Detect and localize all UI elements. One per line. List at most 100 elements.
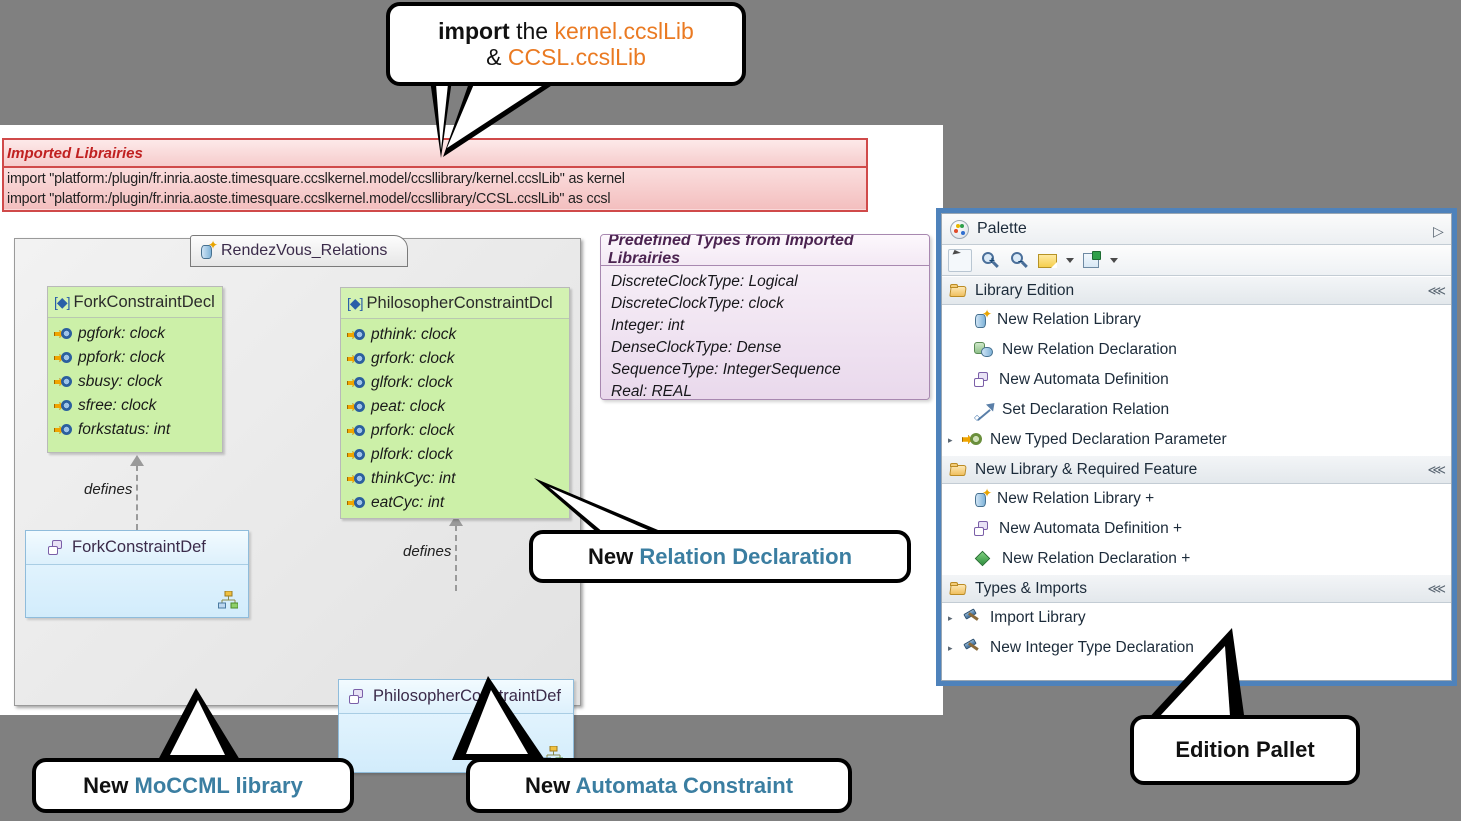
palette-item-set-declaration-relation[interactable]: ◇ Set Declaration Relation xyxy=(942,395,1451,425)
set-relation-icon: ◇ xyxy=(974,399,999,422)
attribute-list: pgfork: clock ppfork: clock sbusy: clock… xyxy=(48,318,222,446)
collapse-icon[interactable]: ⋘ xyxy=(1427,461,1446,477)
connector-arrowhead xyxy=(130,455,144,466)
zoom-in-button[interactable]: + xyxy=(979,250,1001,271)
callout-automata-constraint: New Automata Constraint xyxy=(466,758,852,813)
palette-item-new-relation-declaration[interactable]: New Relation Declaration xyxy=(942,335,1451,365)
callout-text: New Automata Constraint xyxy=(525,773,793,798)
philosopher-constraint-declaration-node[interactable]: [◆] PhilosopherConstraintDcl pthink: clo… xyxy=(340,287,570,519)
expand-arrow-icon[interactable]: ▸ xyxy=(948,434,953,445)
note-tool-button[interactable] xyxy=(1037,250,1059,271)
library-icon: ✦ xyxy=(974,308,992,329)
palette-section-new-library-required-feature[interactable]: New Library & Required Feature ⋘ xyxy=(942,455,1451,484)
callout-import: import the kernel.ccslLib & CCSL.ccslLib xyxy=(386,2,746,86)
list-item[interactable]: ppfork: clock xyxy=(54,346,222,370)
diamond-stereotype-icon: [◆] xyxy=(347,294,364,311)
fork-constraint-declaration-node[interactable]: [◆] ForkConstraintDecl pgfork: clock ppf… xyxy=(47,286,223,453)
palette-toolbar[interactable]: + – xyxy=(942,245,1451,276)
palette-item-new-automata-definition-plus[interactable]: New Automata Definition + xyxy=(942,514,1451,544)
callout-edition-pallet: Edition Pallet xyxy=(1130,715,1360,785)
list-item[interactable]: sbusy: clock xyxy=(54,370,222,394)
collapse-icon[interactable]: ⋘ xyxy=(1427,580,1446,596)
item-label: New Relation Library + xyxy=(997,490,1155,507)
palette-section-library-edition[interactable]: Library Edition ⋘ xyxy=(942,276,1451,305)
expand-arrow-icon[interactable]: ▸ xyxy=(948,612,953,623)
imported-libraries-header: Imported Librairies xyxy=(4,140,866,168)
import-statement-ccsl[interactable]: import "platform:/plugin/fr.inria.aoste.… xyxy=(7,191,611,207)
expand-arrow-icon[interactable]: ▸ xyxy=(948,642,953,653)
parameter-icon xyxy=(347,352,365,366)
callout-word-the: the xyxy=(509,17,555,44)
item-label: New Relation Library xyxy=(997,311,1141,328)
palette-item-new-typed-declaration-parameter[interactable]: ▸ New Typed Declaration Parameter xyxy=(942,425,1451,455)
palette-item-new-integer-type-declaration[interactable]: ▸ New Integer Type Declaration xyxy=(942,633,1451,663)
list-item[interactable]: plfork: clock xyxy=(347,443,569,467)
item-label: New Relation Declaration + xyxy=(1002,550,1191,567)
palette-item-new-relation-library[interactable]: ✦ New Relation Library xyxy=(942,305,1451,335)
attribute-label: forkstatus: int xyxy=(78,421,171,438)
callout-text: New Relation Declaration xyxy=(588,544,852,569)
import-statement-kernel[interactable]: import "platform:/plugin/fr.inria.aoste.… xyxy=(7,171,625,187)
parameter-icon xyxy=(347,424,365,438)
attribute-label: sfree: clock xyxy=(78,397,157,414)
list-item[interactable]: grfork: clock xyxy=(347,347,569,371)
callout-word-kernel-lib: kernel.ccslLib xyxy=(554,17,694,44)
predefined-types-panel[interactable]: Predefined Types from Imported Librairie… xyxy=(600,234,930,400)
folder-icon xyxy=(950,283,968,298)
list-item[interactable]: eatCyc: int xyxy=(347,491,569,515)
list-item[interactable]: thinkCyc: int xyxy=(347,467,569,491)
zoom-out-button[interactable]: – xyxy=(1008,250,1030,271)
collapse-icon[interactable]: ⋘ xyxy=(1427,282,1446,298)
predefined-types-title: Predefined Types from Imported Librairie… xyxy=(608,234,854,267)
green-diamond-icon xyxy=(974,550,994,568)
callout-word-amp: & xyxy=(486,44,508,70)
palette-item-new-automata-definition[interactable]: New Automata Definition xyxy=(942,365,1451,395)
predefined-types-body: DiscreteClockType: Logical DiscreteClock… xyxy=(601,266,929,400)
diagram-title-tab[interactable]: ✦ RendezVous_Relations xyxy=(190,235,408,267)
library-icon: ✦ xyxy=(200,239,218,260)
list-item[interactable]: prfork: clock xyxy=(347,419,569,443)
relation-declaration-icon xyxy=(974,341,994,359)
list-item[interactable]: forkstatus: int xyxy=(54,418,222,442)
list-item[interactable]: peat: clock xyxy=(347,395,569,419)
palette-panel[interactable]: Palette + – Library Edition ⋘ ✦ New Rela… xyxy=(936,208,1457,686)
folder-icon xyxy=(950,581,968,596)
attribute-label: glfork: clock xyxy=(371,374,453,391)
palette-item-new-relation-declaration-plus[interactable]: New Relation Declaration + xyxy=(942,544,1451,574)
stamp-tool-button[interactable] xyxy=(1081,250,1103,271)
item-label: New Relation Declaration xyxy=(1002,341,1177,358)
select-tool-button[interactable] xyxy=(948,248,972,272)
imported-libraries-panel[interactable]: Imported Librairies import "platform:/pl… xyxy=(2,138,868,212)
palette-item-import-library[interactable]: ▸ Import Library xyxy=(942,603,1451,633)
chevron-down-icon[interactable] xyxy=(1110,257,1118,263)
callout-word-import: import xyxy=(438,17,510,44)
item-label: New Typed Declaration Parameter xyxy=(990,431,1227,448)
callout-prefix: New xyxy=(524,772,576,798)
list-item: Real: REAL xyxy=(611,383,692,400)
hammer-icon xyxy=(962,608,982,627)
attribute-label: plfork: clock xyxy=(371,446,453,463)
callout-highlight: Relation Declaration xyxy=(639,543,853,569)
callout-moccml-library: New MoCCML library xyxy=(32,758,354,813)
library-icon: ✦ xyxy=(974,487,992,508)
attribute-label: thinkCyc: int xyxy=(371,470,456,487)
list-item: DenseClockType: Dense xyxy=(611,339,782,356)
section-label: Library Edition xyxy=(975,281,1075,299)
list-item[interactable]: sfree: clock xyxy=(54,394,222,418)
chevron-down-icon[interactable] xyxy=(1066,257,1074,263)
connector-label: defines xyxy=(84,481,133,498)
list-item[interactable]: pgfork: clock xyxy=(54,322,222,346)
palette-item-new-relation-library-plus[interactable]: ✦ New Relation Library + xyxy=(942,484,1451,514)
item-label: Import Library xyxy=(990,609,1086,626)
attribute-label: sbusy: clock xyxy=(78,373,163,390)
parameter-icon xyxy=(54,399,72,413)
imported-libraries-title: Imported Librairies xyxy=(7,144,143,162)
callout-prefix: New xyxy=(83,772,135,798)
palette-section-types-imports[interactable]: Types & Imports ⋘ xyxy=(942,574,1451,603)
chevron-right-icon[interactable] xyxy=(1433,223,1443,235)
fork-constraint-definition-node[interactable]: ForkConstraintDef xyxy=(25,530,249,618)
parameter-icon xyxy=(54,351,72,365)
list-item[interactable]: glfork: clock xyxy=(347,371,569,395)
list-item[interactable]: pthink: clock xyxy=(347,323,569,347)
diamond-stereotype-icon: [◆] xyxy=(54,293,71,310)
